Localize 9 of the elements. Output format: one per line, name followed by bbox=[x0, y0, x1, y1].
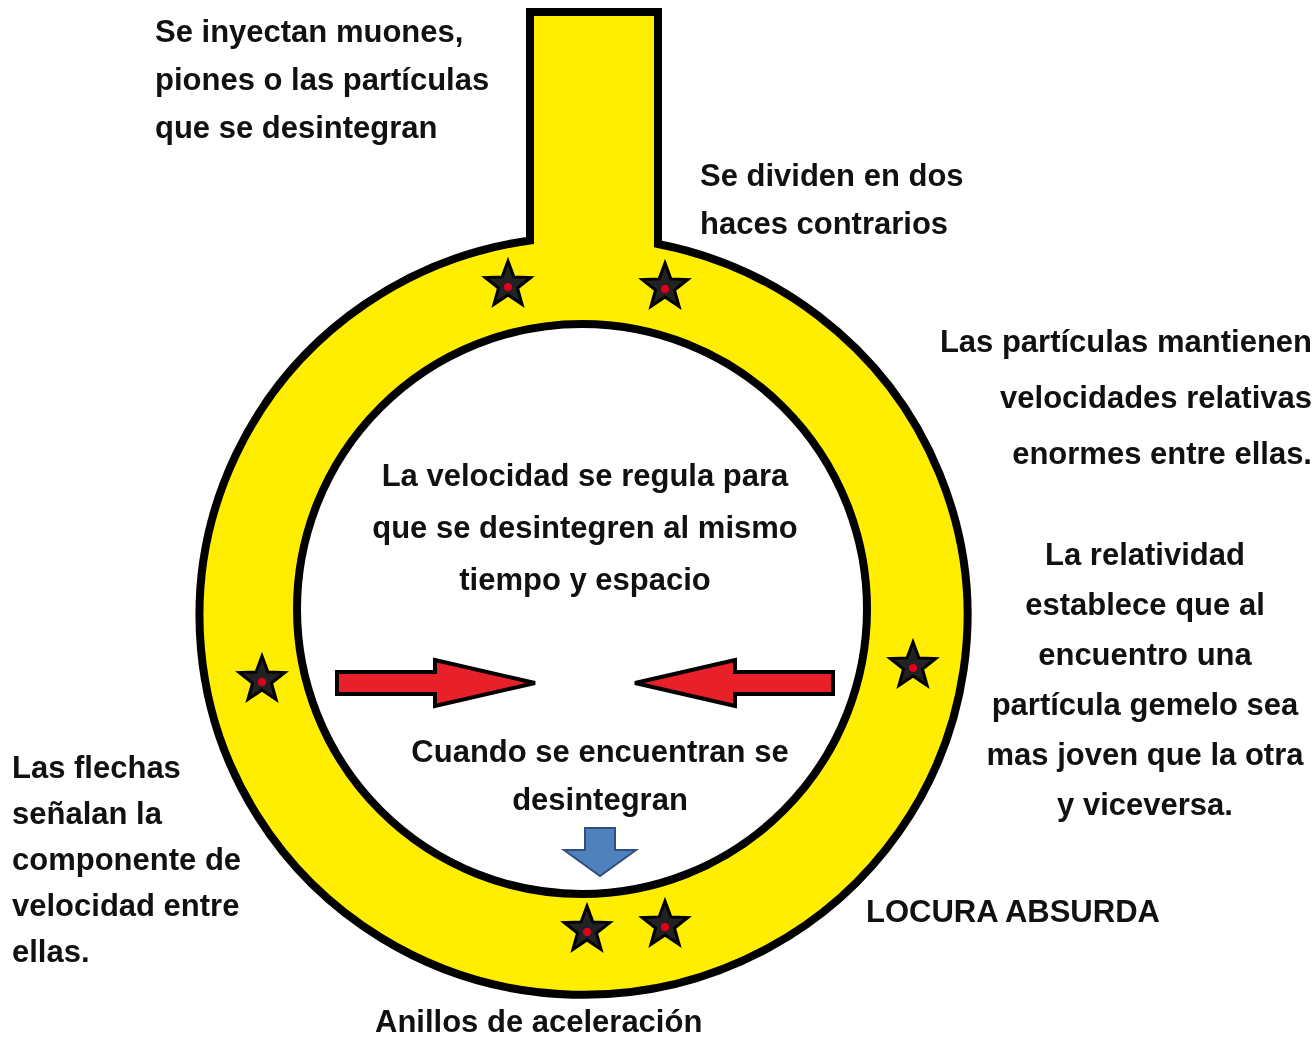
description-text: Cuando se encuentran se desintegran bbox=[410, 733, 790, 819]
annotation-text: Se dividen en dos haces contrarios bbox=[700, 157, 965, 243]
annotation-text: La relatividad establece que al encuentro una partícula gemelo sea mas joven que la otra y viceversa. bbox=[985, 536, 1305, 824]
annotation-text: Las partículas mantienen velocidades relativas enormes entre ellas. bbox=[938, 323, 1312, 473]
caption-text: Anillos de aceleración bbox=[375, 1003, 704, 1037]
annotation-text: Se inyectan muones, piones o las partículas que se desintegran bbox=[155, 13, 491, 147]
annotation-text: LOCURA ABSURDA bbox=[866, 893, 1161, 931]
description-text: La velocidad se regula para que se desintegren al mismo tiempo y espacio bbox=[371, 457, 799, 599]
annotation-text: Las flechas señalan la componente de velocidad entre ellas. bbox=[12, 749, 243, 971]
